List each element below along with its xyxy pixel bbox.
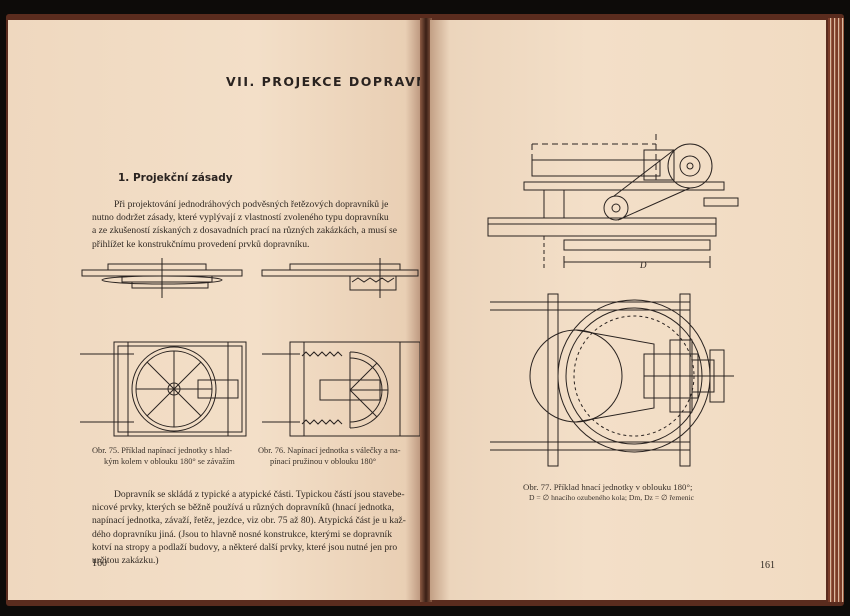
- section-title: 1. Projekční zásady: [118, 172, 233, 184]
- figure-75-plan-view: [80, 341, 247, 437]
- page-number-left: 160: [92, 558, 107, 569]
- paragraph-1: Při projektování jednodráhových podvěsný…: [92, 198, 397, 251]
- text-line: Při projektování jednodráhových podvěsný…: [114, 199, 389, 210]
- figure-76-side-view: [261, 258, 419, 298]
- caption-line: kým kolem v oblouku 180° se závažím: [104, 456, 235, 466]
- text-line: určitou zakázku.): [92, 555, 159, 567]
- figure-77-plan-view: [490, 293, 734, 467]
- caption-line: Obr. 77. Příklad hnací jednotky v oblouk…: [523, 482, 693, 492]
- figure-76-caption: Obr. 76. Napínací jednotka s válečky a n…: [258, 446, 401, 467]
- caption-legend: D = ∅ hnacího ozubeného kola; Dm, Dz = ∅…: [529, 492, 694, 502]
- dimension-label-d: D: [639, 260, 647, 270]
- text-line: kotví na stropy a podlaží budovy, a někt…: [92, 541, 398, 553]
- caption-line: Obr. 75. Příklad napínací jednotky s hla…: [92, 446, 233, 455]
- text-line: dého dopravníku jiná. (Jsou to hlavně no…: [92, 528, 393, 540]
- text-line: Dopravník se skládá z typické a atypické…: [114, 489, 405, 500]
- caption-line: pínací pružinou v oblouku 180°: [270, 456, 377, 466]
- caption-line: Obr. 76. Napínací jednotka s válečky a n…: [258, 446, 401, 455]
- page-edges: [828, 18, 844, 602]
- figure-76-plan-view: [262, 341, 421, 437]
- page-number-right: 161: [760, 560, 775, 571]
- text-line: nicové prvky, kterých se běžně používá u…: [92, 502, 395, 514]
- open-book: VII. PROJEKCE DOPRAVNÍKŮ 1. Projekční zá…: [6, 14, 844, 606]
- right-page: D Obr. 77: [430, 20, 826, 600]
- figure-77-caption: Obr. 77. Příklad hnací jednotky v oblouk…: [523, 482, 694, 503]
- text-line: přihlížet ke konstrukčnímu provedení prv…: [92, 238, 310, 250]
- book-gutter: [420, 18, 432, 602]
- text-line: nutno dodržet zásady, které vyplývají z …: [92, 212, 389, 224]
- left-page: VII. PROJEKCE DOPRAVNÍKŮ 1. Projekční zá…: [8, 20, 422, 600]
- figure-75-side-view: [81, 258, 243, 298]
- text-line: napínací jednotka, závaží, řetěz, jezdce…: [92, 515, 406, 527]
- paragraph-2: Dopravník se skládá z typické a atypické…: [92, 488, 406, 567]
- text-line: a ze zkušeností získaných z dosavadních …: [92, 225, 398, 237]
- chapter-title: VII. PROJEKCE DOPRAVNÍKŮ: [226, 74, 422, 89]
- figure-75-caption: Obr. 75. Příklad napínací jednotky s hla…: [92, 446, 235, 467]
- figure-77-side-view: D: [487, 134, 739, 270]
